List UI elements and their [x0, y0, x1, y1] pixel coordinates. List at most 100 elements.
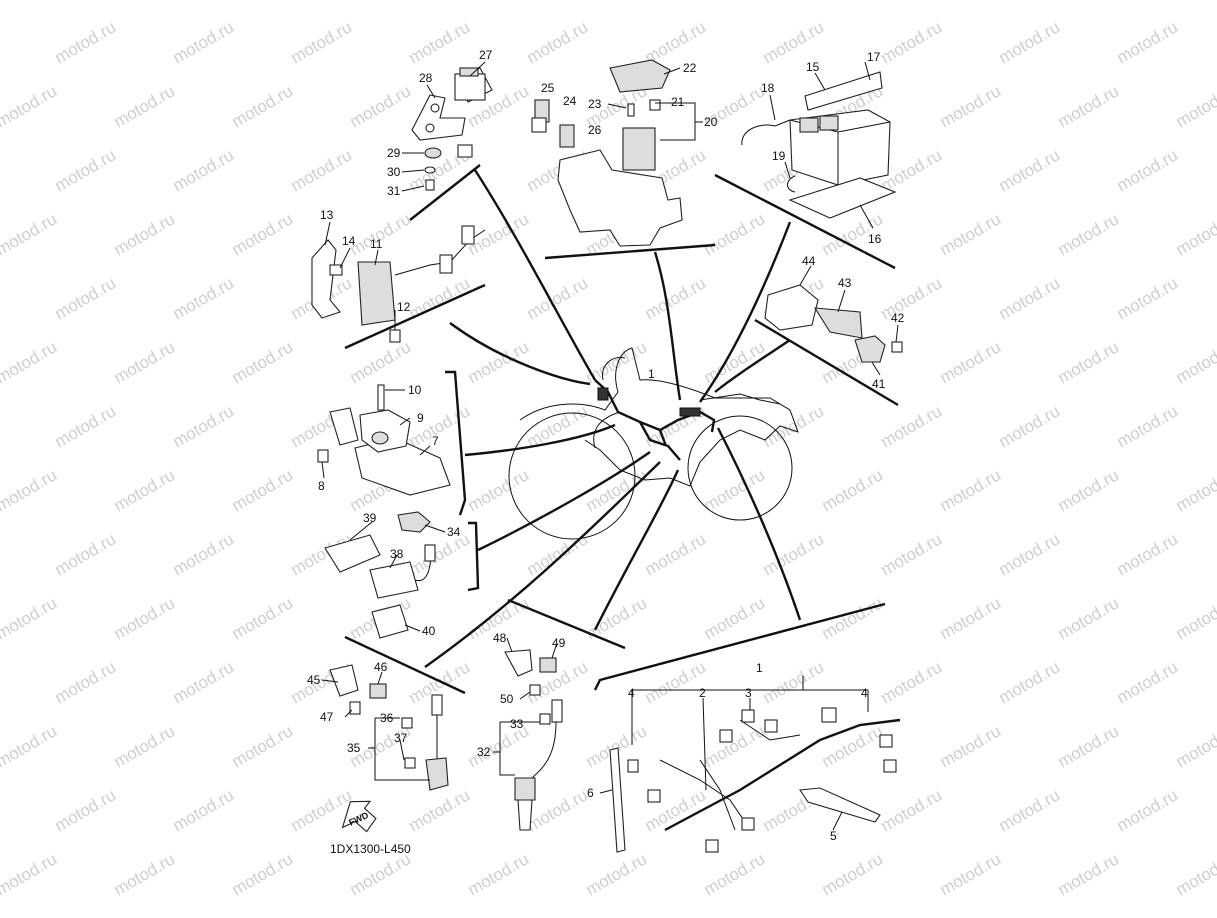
watermark-text: motod.ru: [1055, 209, 1123, 259]
callout-50: 50: [500, 692, 514, 706]
watermark-text: motod.ru: [701, 849, 769, 899]
watermark-text: motod.ru: [937, 721, 1005, 771]
callout-19: 19: [772, 149, 786, 163]
watermark-text: motod.ru: [937, 593, 1005, 643]
callout-29: 29: [387, 146, 401, 160]
watermark-text: motod.ru: [0, 0, 60, 3]
callout-45: 45: [307, 673, 321, 687]
callout-7: 7: [432, 434, 439, 448]
callout-13: 13: [320, 208, 334, 222]
callout-35: 35: [347, 741, 361, 755]
callout-5: 5: [830, 829, 837, 843]
watermark-text: motod.ru: [878, 529, 946, 579]
watermark-text: motod.ru: [52, 785, 120, 835]
watermark-text: motod.ru: [819, 0, 887, 3]
watermark-text: motod.ru: [1055, 337, 1123, 387]
watermark-text: motod.ru: [1173, 0, 1217, 3]
watermark-text: motod.ru: [996, 785, 1064, 835]
watermark-text: motod.ru: [642, 529, 710, 579]
watermark-text: motod.ru: [0, 209, 60, 259]
watermark-text: motod.ru: [996, 145, 1064, 195]
watermark-text: motod.ru: [937, 465, 1005, 515]
watermark-text: motod.ru: [347, 209, 415, 259]
watermark-text: motod.ru: [0, 529, 1, 579]
watermark-text: motod.ru: [524, 17, 592, 67]
watermark-text: motod.ru: [170, 785, 238, 835]
watermark-text: motod.ru: [111, 593, 179, 643]
watermark-text: motod.ru: [0, 849, 60, 899]
watermark-text: motod.ru: [878, 657, 946, 707]
watermark-text: motod.ru: [1114, 273, 1182, 323]
callout-24: 24: [563, 94, 577, 108]
callout-39: 39: [363, 511, 377, 525]
watermark-text: motod.ru: [0, 657, 1, 707]
watermark-text: motod.ru: [1173, 337, 1217, 387]
watermark-text: motod.ru: [288, 17, 356, 67]
watermark-text: motod.ru: [1173, 209, 1217, 259]
watermark-text: motod.ru: [170, 273, 238, 323]
callout-3: 3: [745, 686, 752, 700]
watermark-text: motod.ru: [52, 145, 120, 195]
watermark-text: motod.ru: [229, 849, 297, 899]
callout-30: 30: [387, 165, 401, 179]
watermark-text: motod.ru: [701, 465, 769, 515]
watermark-text: motod.ru: [229, 0, 297, 3]
watermark-text: motod.ru: [0, 785, 1, 835]
watermark-text: motod.ru: [524, 273, 592, 323]
watermark-text: motod.ru: [170, 529, 238, 579]
watermark-text: motod.ru: [878, 17, 946, 67]
callout-41: 41: [872, 377, 886, 391]
callout-14: 14: [342, 234, 356, 248]
watermark-text: motod.ru: [996, 17, 1064, 67]
callout-38: 38: [390, 547, 404, 561]
watermark-text: motod.ru: [406, 785, 474, 835]
watermark-text: motod.ru: [1173, 721, 1217, 771]
part-group-20-26: [532, 60, 682, 246]
callout-18: 18: [761, 81, 775, 95]
callout-16: 16: [868, 232, 882, 246]
watermark-text: motod.ru: [229, 721, 297, 771]
callout-49: 49: [552, 636, 566, 650]
callout-48: 48: [493, 631, 507, 645]
watermark-text: motod.ru: [0, 721, 60, 771]
watermark-text: motod.ru: [1055, 81, 1123, 131]
watermark-text: motod.ru: [1114, 785, 1182, 835]
watermark-text: motod.ru: [229, 209, 297, 259]
watermark-text: motod.ru: [1114, 529, 1182, 579]
watermark-text: motod.ru: [111, 721, 179, 771]
watermark-text: motod.ru: [111, 849, 179, 899]
watermark-text: motod.ru: [701, 593, 769, 643]
watermark-text: motod.ru: [170, 17, 238, 67]
watermark-text: motod.ru: [465, 0, 533, 3]
callout-42: 42: [891, 311, 905, 325]
callout-31: 31: [387, 184, 401, 198]
watermark-text: motod.ru: [0, 81, 60, 131]
watermark-text: motod.ru: [52, 17, 120, 67]
callout-4-right: 4: [861, 686, 868, 700]
watermark-text: motod.ru: [111, 209, 179, 259]
watermark-text: motod.ru: [996, 657, 1064, 707]
watermark-text: motod.ru: [170, 401, 238, 451]
watermark-text: motod.ru: [1055, 849, 1123, 899]
callout-20: 20: [704, 115, 718, 129]
watermark-text: motod.ru: [701, 209, 769, 259]
watermark-text: motod.ru: [229, 337, 297, 387]
watermark-text: motod.ru: [465, 209, 533, 259]
watermark-text: motod.ru: [1055, 721, 1123, 771]
watermark-text: motod.ru: [0, 401, 1, 451]
watermark-text: motod.ru: [465, 849, 533, 899]
callout-47: 47: [320, 710, 334, 724]
callout-2: 2: [699, 686, 706, 700]
watermark-text: motod.ru: [583, 849, 651, 899]
callout-32: 32: [477, 745, 491, 759]
watermark-text: motod.ru: [1055, 465, 1123, 515]
watermark-text: motod.ru: [878, 273, 946, 323]
callout-15: 15: [806, 60, 820, 74]
watermark-text: motod.ru: [111, 81, 179, 131]
callout-22: 22: [683, 61, 697, 75]
watermark-text: motod.ru: [1173, 81, 1217, 131]
watermark-text: motod.ru: [937, 849, 1005, 899]
watermark-text: motod.ru: [406, 401, 474, 451]
